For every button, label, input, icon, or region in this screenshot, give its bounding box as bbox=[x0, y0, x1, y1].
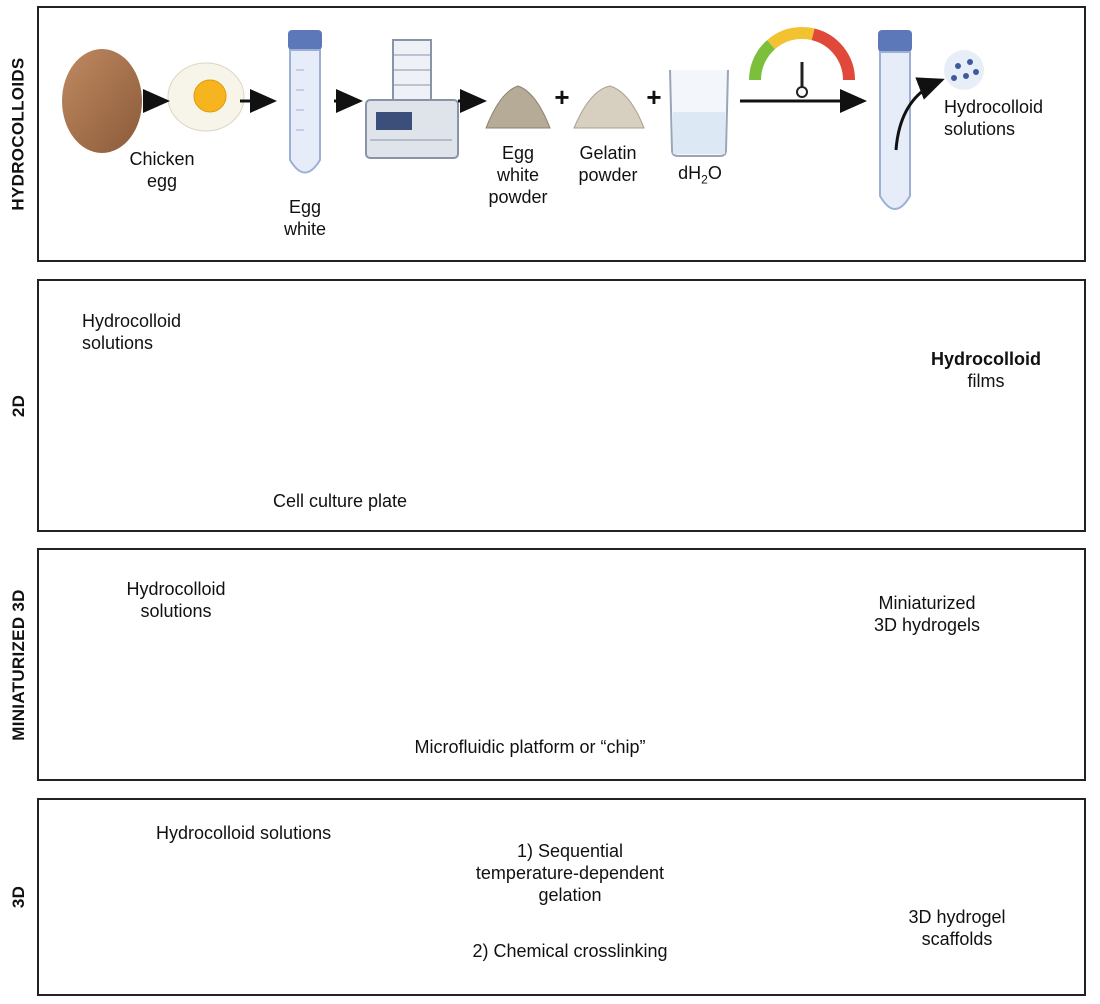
hydrocolloid-solutions-label: Hydrocolloid solutions bbox=[944, 97, 1044, 139]
mini-3d-input-label: Hydrocolloid solutions bbox=[126, 579, 226, 621]
cell-culture-plate-label: Cell culture plate bbox=[272, 491, 408, 511]
2d-input-label: Hydrocolloid solutions bbox=[82, 311, 182, 353]
panel-3d-label: 3D bbox=[9, 885, 28, 909]
temperature-gauge-icon bbox=[749, 27, 855, 98]
panel-3d bbox=[37, 798, 1086, 996]
crosslinking-step-label: 2) Chemical crosslinking bbox=[472, 941, 668, 961]
egg-white-powder-label: Egg white powder bbox=[488, 143, 548, 207]
egg-white-powder-icon bbox=[485, 85, 551, 129]
3d-input-label: Hydrocolloid solutions bbox=[156, 823, 332, 843]
panel-2d-label: 2D bbox=[9, 394, 28, 417]
egg-white-tube-icon bbox=[288, 30, 322, 174]
panel-miniaturized-3d-label: MINIATURIZED 3D bbox=[9, 588, 29, 741]
beaker-icon bbox=[669, 69, 729, 157]
panel-miniaturized-3d bbox=[37, 548, 1086, 781]
hydrocolloid-tube-icon bbox=[878, 30, 912, 210]
plus-sign-2: + bbox=[646, 82, 662, 112]
microfluidic-chip-label: Microfluidic platform or “chip” bbox=[414, 737, 646, 757]
chicken-egg-icon bbox=[62, 49, 142, 153]
gelation-step-label: 1) Sequential temperature-dependent gela… bbox=[475, 841, 665, 905]
water-label: dH2O bbox=[678, 163, 722, 187]
gelatin-powder-icon bbox=[573, 85, 645, 129]
freeze-dryer-icon bbox=[365, 39, 459, 159]
molecules-icon bbox=[944, 50, 984, 90]
plus-sign-1: + bbox=[554, 82, 570, 112]
egg-white-label: Egg white bbox=[283, 197, 327, 239]
panel-2d bbox=[37, 279, 1086, 532]
hydrogel-scaffolds-label: 3D hydrogel scaffolds bbox=[908, 907, 1006, 949]
process-arrows bbox=[143, 77, 945, 151]
fried-egg-icon bbox=[167, 62, 245, 132]
miniaturized-hydrogels-label: Miniaturized 3D hydrogels bbox=[873, 593, 981, 635]
gelatin-powder-label: Gelatin powder bbox=[578, 143, 638, 185]
hydrocolloid-films-label: Hydrocolloid films bbox=[930, 349, 1041, 391]
chicken-egg-label: Chicken egg bbox=[129, 149, 195, 191]
